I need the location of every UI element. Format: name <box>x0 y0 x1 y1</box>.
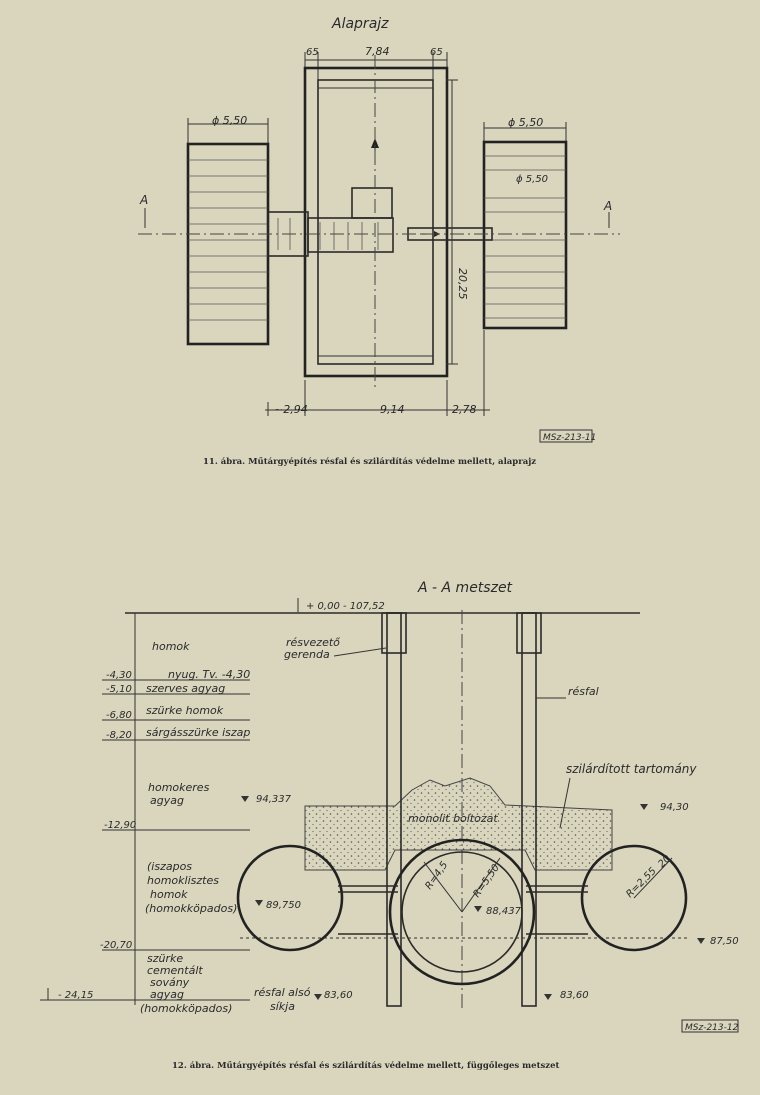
elev-88437: 88,437 <box>486 906 522 917</box>
soil-iszapos-2: homoklisztes <box>147 874 219 887</box>
section-title: A - A metszet <box>417 580 513 596</box>
soil-szurke-2: cementált <box>147 964 203 977</box>
plan-stamp: MSz-213-11 <box>543 433 596 443</box>
soil-homokeres-2: agyag <box>150 794 184 807</box>
elev-94337: 94,337 <box>256 794 292 805</box>
level-value-4: -8,20 <box>106 730 132 741</box>
radius-3: R=2,55 <box>624 866 658 900</box>
arrow-up-icon <box>371 138 379 148</box>
soil-szurke-1: szürke <box>147 952 183 965</box>
plan-title: Alaprajz <box>331 16 389 32</box>
label-resfal: résfal <box>568 685 599 698</box>
level-value-2: -5,10 <box>106 684 132 695</box>
level-value-3: -6,80 <box>106 710 132 721</box>
plan-view: Alaprajz 65 7,84 65 ϕ 5,50 <box>138 16 620 467</box>
section-caption: 12. ábra. Műtárgyépítés résfal és szilár… <box>172 1060 560 1071</box>
level-value-6: -20,70 <box>100 940 132 951</box>
level-marker-icon <box>255 900 263 906</box>
label-resvezeto-2: gerenda <box>284 648 330 661</box>
level-value-7: - 24,15 <box>58 990 93 1001</box>
level-label-1: nyug. Tv. -4,30 <box>168 668 250 681</box>
section-mark-right: A <box>603 199 612 213</box>
section-mark-left: A <box>139 193 148 207</box>
radius-2: R=5,50 <box>471 863 502 900</box>
elev-9430: 94,30 <box>660 802 689 813</box>
label-resvezeto-1: résvezető <box>286 636 340 649</box>
soil-szurke-4: agyag <box>150 988 184 1001</box>
label-monolit: monolit boltozat <box>408 812 498 825</box>
soil-homok: homok <box>152 640 190 653</box>
radius-3b: 20 <box>656 853 673 870</box>
level-label-3: szürke homok <box>146 704 224 717</box>
soil-iszapos-1: (iszapos <box>147 860 192 873</box>
dim-bottom-left: ~2,94 <box>274 403 308 416</box>
dim-right-inner: ϕ 5,50 <box>516 174 548 185</box>
dim-bottom-right: 2,78 <box>452 403 477 416</box>
soil-szurke-5: (homokköpados) <box>140 1002 232 1015</box>
elev-8750: 87,50 <box>710 936 739 947</box>
radius-1: R=4,5 <box>423 860 450 892</box>
level-marker-icon <box>544 994 552 1000</box>
label-resfal-also-1: résfal alsó <box>254 986 311 999</box>
level-value-1: -4,30 <box>106 670 132 681</box>
level-marker-icon <box>640 804 648 810</box>
dim-right-circle: ϕ 5,50 <box>508 116 543 129</box>
plan-caption: 11. ábra. Műtárgyépítés résfal és szilár… <box>203 456 536 467</box>
section-view: A - A metszet + 0,00 - 107,52 -4,30 nyug… <box>40 580 739 1071</box>
dim-wall-left: 65 <box>306 47 319 58</box>
level-marker-icon <box>314 994 322 1000</box>
soil-iszapos-4: (homokköpados) <box>145 902 237 915</box>
label-resfal-also-2: síkja <box>270 1000 295 1013</box>
elev-8360-right: 83,60 <box>560 990 589 1001</box>
right-circle-hatch <box>484 155 566 319</box>
elev-8360-left: 83,60 <box>324 990 353 1001</box>
level-label-4: sárgásszürke iszap <box>146 726 250 739</box>
left-circle-hatch <box>188 159 268 321</box>
level-marker-icon <box>697 938 705 944</box>
dim-bottom-mid: 9,14 <box>380 403 405 416</box>
level-label-2: szerves agyag <box>146 682 225 695</box>
level-marker-icon <box>241 796 249 802</box>
dim-wall-right: 65 <box>430 47 443 58</box>
level-marker-icon <box>474 906 482 912</box>
soil-szurke-3: sovány <box>150 976 190 989</box>
dim-height: 20,25 <box>456 268 469 300</box>
top-level: + 0,00 - 107,52 <box>306 601 385 612</box>
dim-inner-width: 7,84 <box>365 45 390 58</box>
dim-left-circle: ϕ 5,50 <box>212 114 247 127</box>
level-value-5: -12,90 <box>104 820 136 831</box>
soil-iszapos-3: homok <box>150 888 188 901</box>
section-stamp: MSz-213-12 <box>685 1023 739 1033</box>
label-szilarditott: szilárdított tartomány <box>566 762 697 776</box>
elev-89750: 89,750 <box>266 900 301 911</box>
soil-homokeres-1: homokeres <box>148 781 210 794</box>
